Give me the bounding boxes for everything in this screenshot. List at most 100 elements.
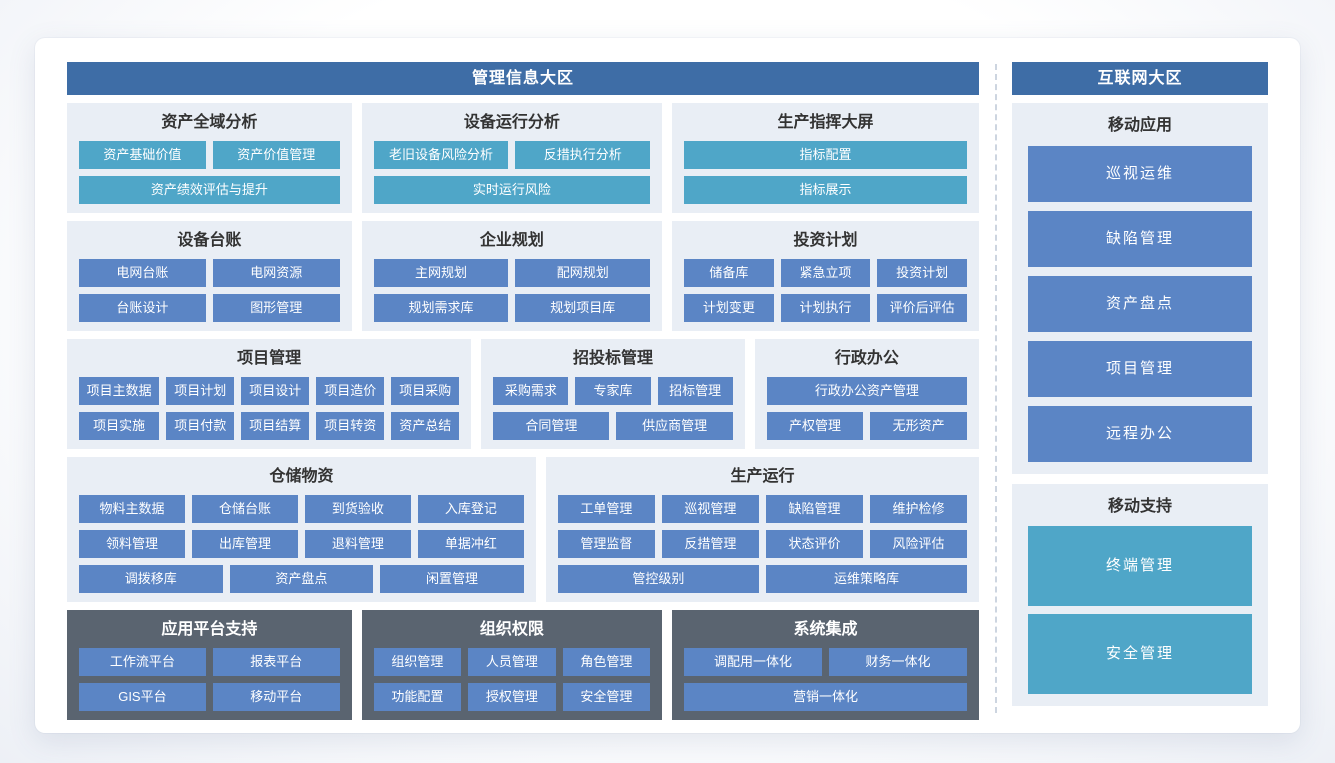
module-button[interactable]: 出库管理 [191,530,298,558]
module-button[interactable]: 项目造价 [316,377,385,405]
module-button[interactable]: 缺陷管理 [765,495,863,523]
module-button[interactable]: 仓储台账 [191,495,298,523]
app-button[interactable]: 资产盘点 [1028,276,1252,332]
module-button[interactable]: 巡视管理 [661,495,759,523]
module-button[interactable]: 闲置管理 [380,565,524,593]
module-button[interactable]: 资产总结 [391,412,460,440]
module-button[interactable]: 组织管理 [373,648,462,676]
app-button[interactable]: 缺陷管理 [1028,211,1252,267]
card-title: 生产指挥大屏 [777,114,874,131]
button-row: 管理监督反措管理状态评价风险评估 [557,530,968,558]
module-button[interactable]: 工作流平台 [79,648,206,676]
module-button[interactable]: 主网规划 [373,259,509,287]
module-button[interactable]: 财务一体化 [829,648,968,676]
module-button[interactable]: 运维策略库 [765,565,968,593]
module-button[interactable]: 项目转资 [316,412,385,440]
module-button[interactable]: 状态评价 [765,530,863,558]
module-button[interactable]: 资产价值管理 [212,141,340,169]
module-button[interactable]: 图形管理 [212,294,340,322]
module-button[interactable]: 储备库 [684,259,774,287]
module-button[interactable]: 单据冲红 [417,530,524,558]
module-button[interactable]: 物料主数据 [79,495,185,523]
module-button[interactable]: 反措执行分析 [515,141,651,169]
module-button[interactable]: 规划项目库 [515,294,651,322]
app-button[interactable]: 巡视运维 [1028,146,1252,202]
module-button[interactable]: 调拨移库 [79,565,223,593]
module-button[interactable]: 角色管理 [562,648,651,676]
module-button[interactable]: 到货验收 [304,495,411,523]
module-button[interactable]: 专家库 [575,377,651,405]
module-button[interactable]: 维护检修 [869,495,968,523]
module-button[interactable]: 评价后评估 [877,294,967,322]
module-button[interactable]: 产权管理 [766,412,864,440]
module-button[interactable]: 移动平台 [212,683,340,711]
module-button[interactable]: 电网资源 [212,259,340,287]
module-button[interactable]: 电网台账 [79,259,206,287]
section-card: 移动支持终端管理安全管理 [1012,484,1268,706]
app-button[interactable]: 项目管理 [1028,341,1252,397]
module-button[interactable]: 安全管理 [562,683,651,711]
module-button[interactable]: 项目采购 [391,377,460,405]
module-button[interactable]: 管理监督 [557,530,655,558]
module-button[interactable]: 资产绩效评估与提升 [79,176,340,204]
module-button[interactable]: 资产盘点 [229,565,374,593]
module-button[interactable]: 合同管理 [493,412,610,440]
module-button[interactable]: GIS平台 [79,683,206,711]
button-row: 调配用一体化财务一体化 [684,648,968,676]
card-title: 仓储物资 [269,468,334,485]
module-button[interactable]: 功能配置 [373,683,462,711]
module-button[interactable]: 无形资产 [870,412,968,440]
card-row: 仓储物资物料主数据仓储台账到货验收入库登记领料管理出库管理退料管理单据冲红调拨移… [67,457,979,602]
module-button[interactable]: 工单管理 [557,495,655,523]
module-button[interactable]: 投资计划 [877,259,967,287]
module-button[interactable]: 入库登记 [417,495,524,523]
button-row: 调拨移库资产盘点闲置管理 [79,565,524,593]
module-button[interactable]: 配网规划 [515,259,651,287]
module-button[interactable]: 风险评估 [869,530,968,558]
module-button[interactable]: 领料管理 [79,530,185,558]
module-button[interactable]: 项目付款 [166,412,235,440]
app-button[interactable]: 安全管理 [1028,614,1252,694]
module-button[interactable]: 老旧设备风险分析 [373,141,509,169]
module-button[interactable]: 指标配置 [684,141,967,169]
module-button[interactable]: 营销一体化 [684,683,967,711]
module-button[interactable]: 台账设计 [79,294,206,322]
button-row: 电网台账电网资源 [79,259,340,287]
module-button[interactable]: 管控级别 [557,565,759,593]
module-button[interactable]: 项目结算 [241,412,310,440]
app-button[interactable]: 远程办公 [1028,406,1252,462]
card-row: 设备台账电网台账电网资源台账设计图形管理企业规划主网规划配网规划规划需求库规划项… [67,221,979,331]
card-title: 系统集成 [793,621,858,638]
section-card: 设备台账电网台账电网资源台账设计图形管理 [67,221,352,331]
module-button[interactable]: 招标管理 [657,377,733,405]
module-button[interactable]: 规划需求库 [373,294,509,322]
section-card: 资产全域分析资产基础价值资产价值管理资产绩效评估与提升 [67,103,352,213]
app-button[interactable]: 终端管理 [1028,526,1252,606]
module-button[interactable]: 实时运行风险 [373,176,651,204]
card-title: 设备运行分析 [463,114,560,131]
module-button[interactable]: 指标展示 [684,176,967,204]
card-title: 投资计划 [793,232,858,249]
module-button[interactable]: 项目实施 [79,412,160,440]
module-button[interactable]: 报表平台 [212,648,340,676]
module-button[interactable]: 供应商管理 [616,412,733,440]
module-button[interactable]: 计划变更 [684,294,774,322]
module-button[interactable]: 项目主数据 [79,377,160,405]
module-button[interactable]: 资产基础价值 [79,141,206,169]
module-button[interactable]: 调配用一体化 [684,648,823,676]
module-button[interactable]: 人员管理 [468,648,556,676]
module-button[interactable]: 项目计划 [166,377,235,405]
card-title: 生产运行 [730,468,795,485]
module-button[interactable]: 授权管理 [468,683,556,711]
module-button[interactable]: 计划执行 [780,294,871,322]
card-title: 移动支持 [1107,498,1172,515]
section-card: 设备运行分析老旧设备风险分析反措执行分析实时运行风险 [361,103,663,213]
card-title: 行政办公 [834,350,899,367]
module-button[interactable]: 采购需求 [493,377,569,405]
module-button[interactable]: 退料管理 [304,530,411,558]
module-button[interactable]: 行政办公资产管理 [766,377,967,405]
module-button[interactable]: 反措管理 [661,530,759,558]
section-card: 投资计划储备库紧急立项投资计划计划变更计划执行评价后评估 [672,221,979,331]
module-button[interactable]: 项目设计 [241,377,310,405]
module-button[interactable]: 紧急立项 [780,259,871,287]
